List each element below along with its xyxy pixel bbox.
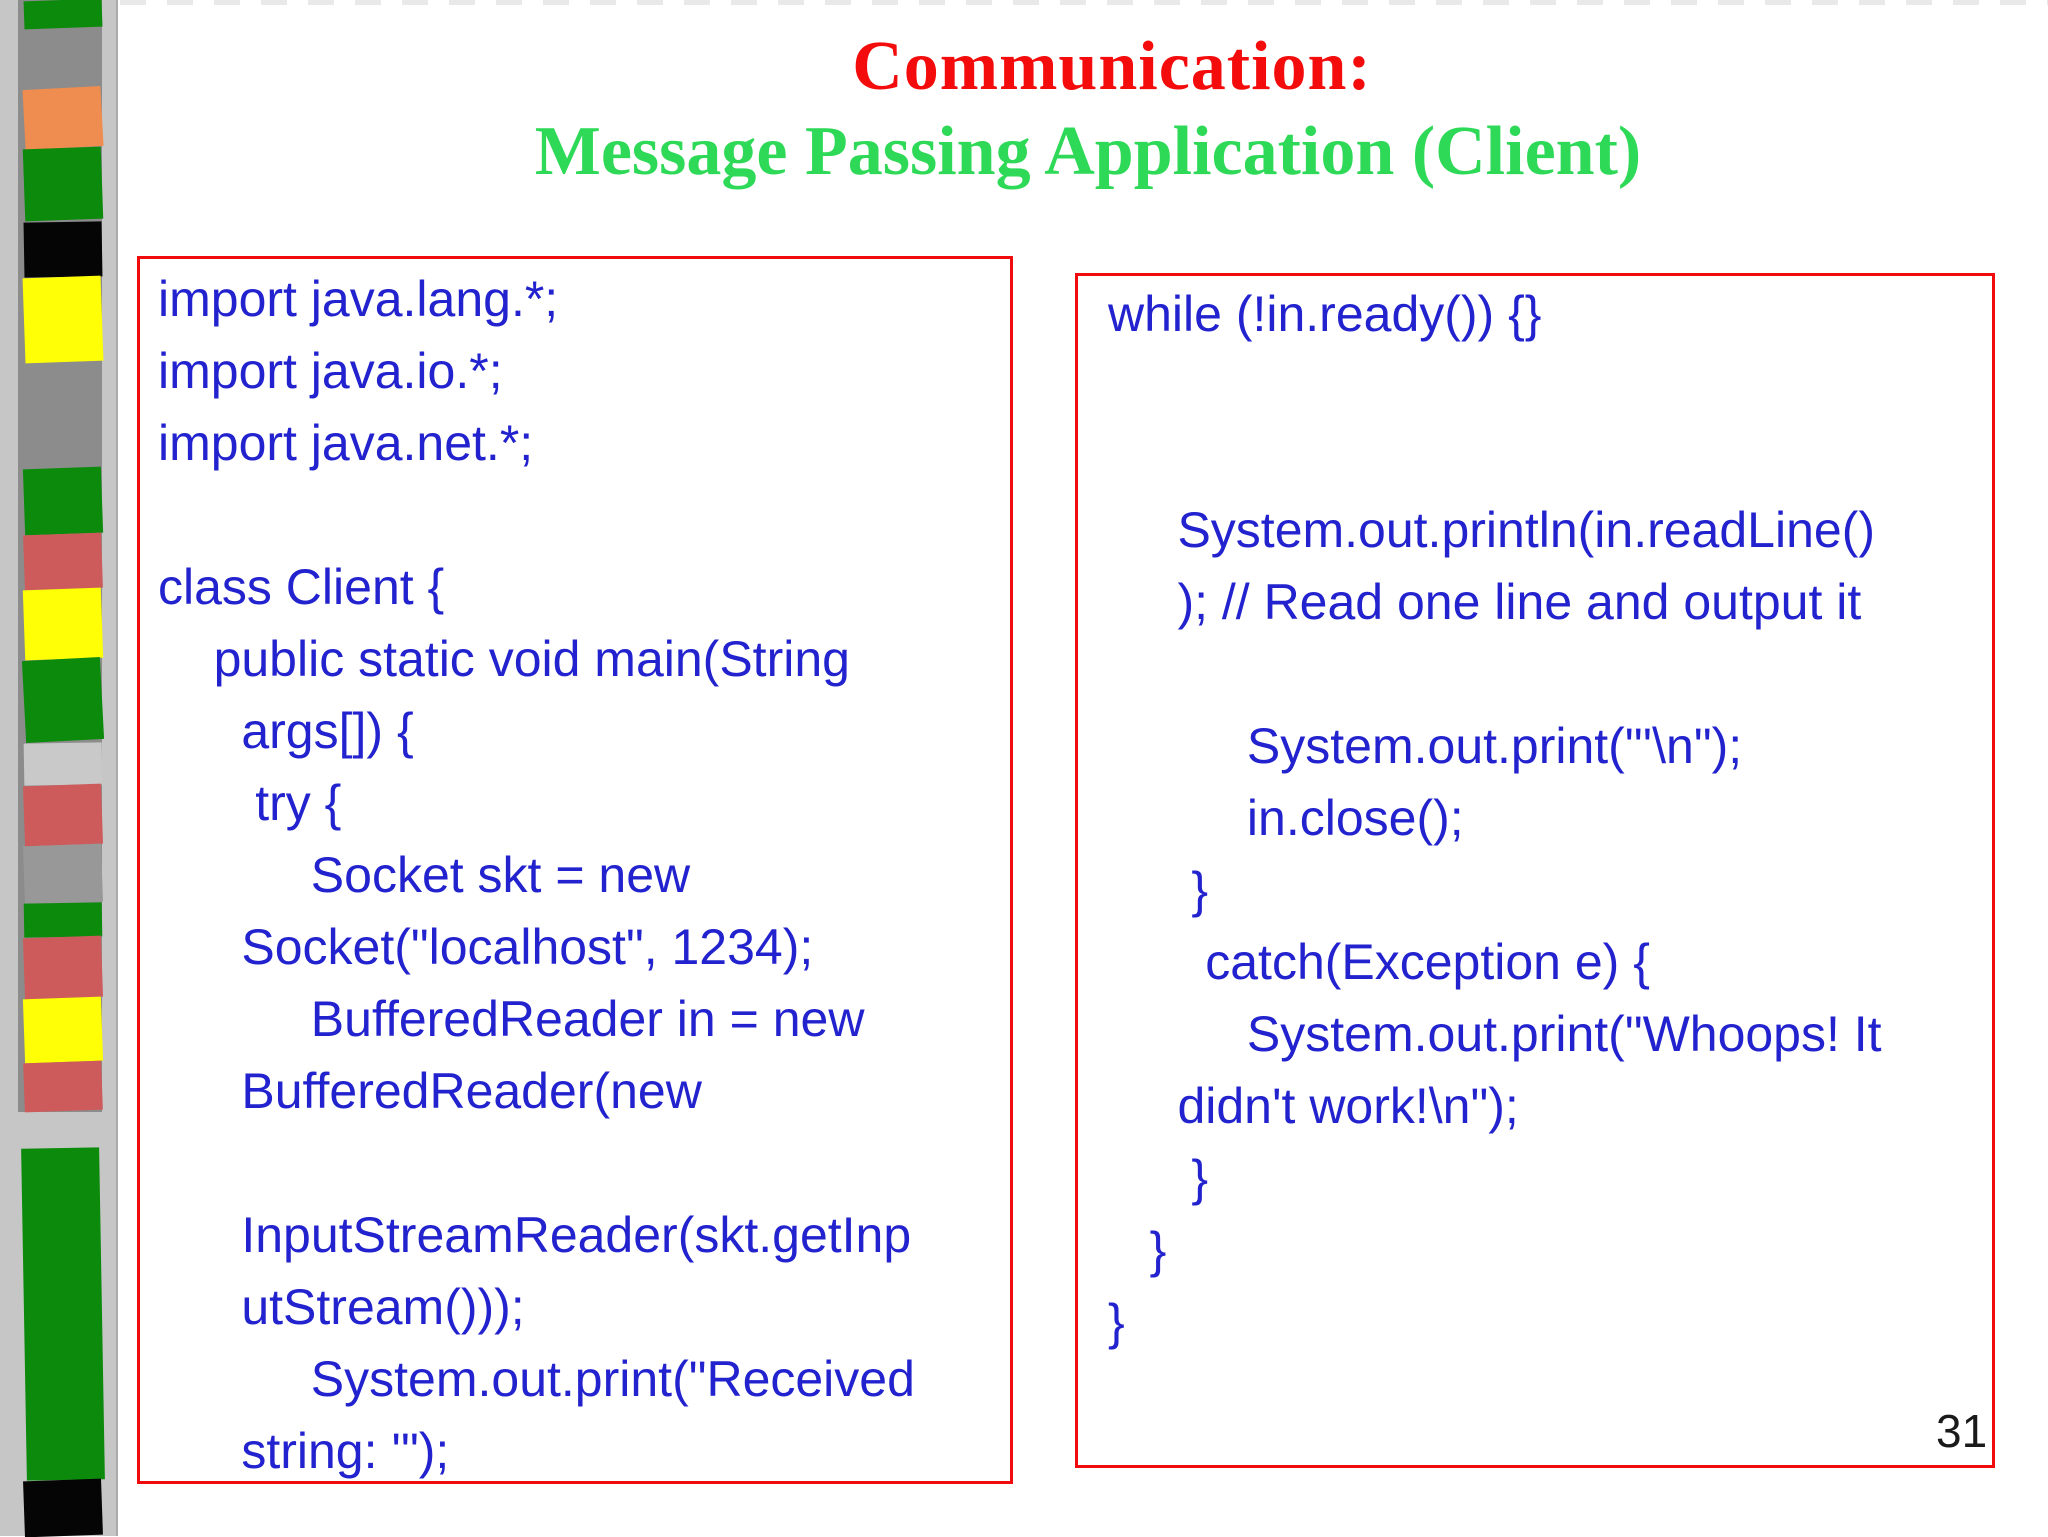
code-line: Socket("localhost", 1234);	[158, 919, 814, 975]
code-line	[1108, 350, 1992, 422]
sidebar-block	[21, 1147, 105, 1481]
code-line: catch(Exception e) {	[1108, 934, 1650, 990]
code-line: System.out.print("Received	[158, 1351, 915, 1407]
sidebar-block	[23, 1060, 103, 1113]
sidebar-block	[23, 532, 103, 591]
code-line: InputStreamReader(skt.getInp	[158, 1207, 912, 1263]
sidebar-block	[22, 146, 104, 222]
page-number: 31	[1936, 1405, 1988, 1457]
sidebar-strip	[0, 0, 118, 1537]
right-code-box: while (!in.ready()) {} System.out.printl…	[1075, 273, 1995, 1468]
code-line: }	[1108, 1222, 1167, 1278]
sidebar-block	[22, 996, 104, 1064]
code-line	[158, 1127, 1010, 1199]
code-line: public static void main(String	[158, 631, 850, 687]
code-line: string: '");	[158, 1423, 450, 1479]
code-line: while (!in.ready()) {}	[1108, 286, 1542, 342]
code-line: import java.net.*;	[158, 415, 534, 471]
sidebar-block	[22, 275, 104, 364]
code-line: }	[1108, 1150, 1209, 1206]
slide-header: Communication: Message Passing Applicati…	[118, 0, 2048, 190]
sidebar-block	[23, 1478, 103, 1537]
code-line	[1108, 638, 1992, 710]
left-code-box: import java.lang.*; import java.io.*; impo…	[137, 256, 1013, 1484]
code-line: didn't work!\n");	[1108, 1078, 1519, 1134]
sidebar-block	[23, 902, 103, 938]
code-line: BufferedReader in = new	[158, 991, 865, 1047]
sidebar-block	[23, 742, 103, 786]
top-dashed-line	[120, 0, 2048, 5]
slide-title: Communication:	[852, 28, 1372, 105]
code-line: BufferedReader(new	[158, 1063, 702, 1119]
code-line: in.close();	[1108, 790, 1464, 846]
sidebar-block	[22, 935, 104, 1000]
code-line: class Client {	[158, 559, 445, 615]
sidebar-block	[21, 657, 105, 743]
code-line: System.out.print("Whoops! It	[1108, 1006, 1882, 1062]
sidebar-block	[22, 587, 104, 661]
code-line: Socket skt = new	[158, 847, 691, 903]
code-line: System.out.println(in.readLine()	[1108, 502, 1875, 558]
code-line: import java.io.*;	[158, 343, 503, 399]
code-line: }	[1108, 1294, 1125, 1350]
code-line: args[]) {	[158, 703, 414, 759]
slide-subtitle: Message Passing Application (Client)	[534, 113, 1642, 190]
code-line: ); // Read one line and output it	[1108, 574, 1862, 630]
sidebar-block	[23, 0, 103, 30]
code-line	[1108, 422, 1992, 494]
code-line	[158, 479, 1010, 551]
sidebar-block	[23, 221, 103, 278]
sidebar-block	[22, 466, 104, 536]
code-line: try {	[158, 775, 342, 831]
code-line: }	[1108, 862, 1209, 918]
sidebar-block	[22, 783, 104, 847]
code-line: import java.lang.*;	[158, 271, 559, 327]
code-line: utStream()));	[158, 1279, 525, 1335]
sidebar-block	[23, 843, 103, 905]
sidebar-block	[22, 86, 104, 150]
code-line: System.out.print("'\n");	[1108, 718, 1743, 774]
